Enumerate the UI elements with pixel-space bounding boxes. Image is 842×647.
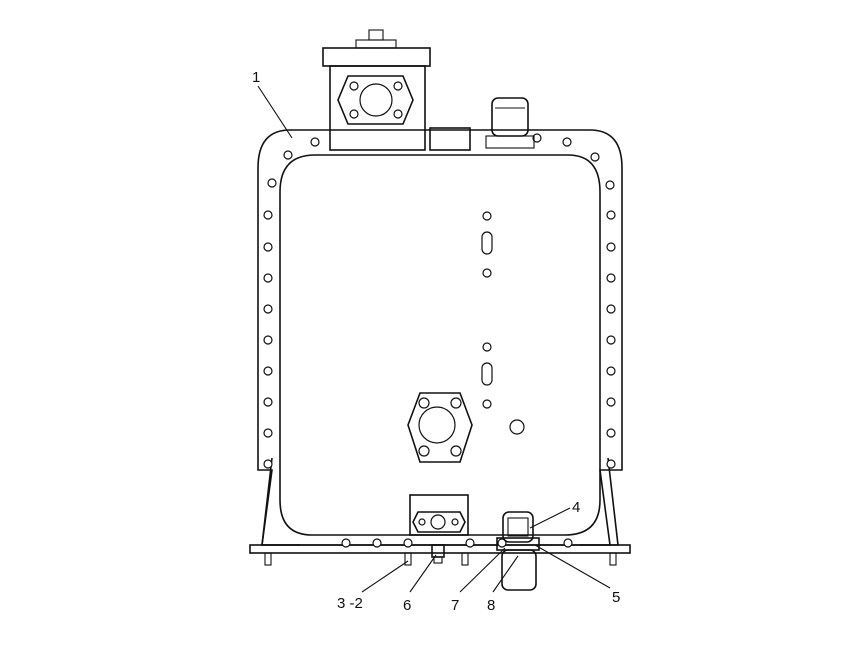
base-bolts: [264, 552, 617, 566]
flange-bolt-holes: [263, 133, 616, 548]
callout-8: 8: [487, 597, 495, 614]
callout-3-2: 3 -2: [337, 595, 363, 612]
level-gauges: [481, 211, 525, 435]
return-filter: [496, 511, 540, 591]
suction-port-flange: [407, 392, 473, 463]
callout-7: 7: [451, 597, 459, 614]
breather-unit: [485, 97, 535, 149]
leader-lines: [257, 85, 611, 593]
base-plate: [249, 544, 631, 554]
callout-1: 1: [252, 69, 260, 86]
filler-housing: [322, 29, 471, 151]
tank-inner-wall: [279, 154, 601, 536]
callout-6: 6: [403, 597, 411, 614]
callout-4: 4: [572, 499, 580, 516]
callout-5: 5: [612, 589, 620, 606]
right-foot-bracket: [580, 457, 619, 546]
tank-outer-flange: [257, 129, 623, 546]
drain-block: [409, 494, 469, 564]
